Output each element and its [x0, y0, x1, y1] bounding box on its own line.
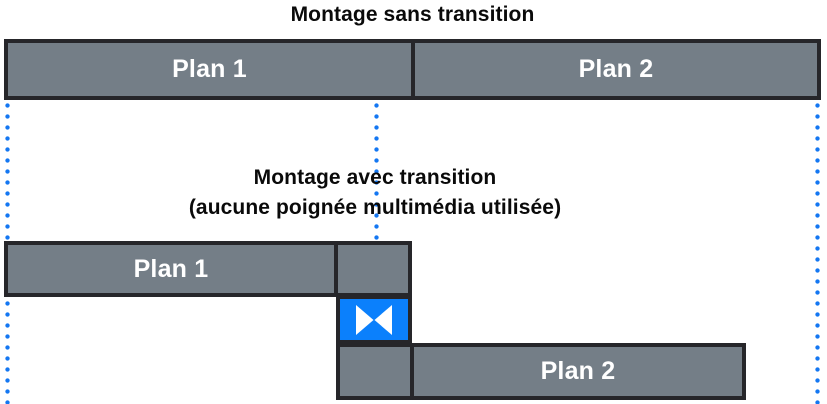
- dotted-guide-right: [815, 100, 820, 404]
- clip-edit-point-divider: [411, 43, 415, 96]
- clip-overlap-divider: [334, 245, 338, 293]
- clip-plan2-label: Plan 2: [578, 55, 654, 83]
- timeline-with-transition-plan2: Plan 2: [336, 343, 746, 400]
- clip-overlap-divider: [410, 347, 414, 396]
- title-no-transition: Montage sans transition: [290, 3, 535, 26]
- clip-plan1-label: Plan 1: [172, 55, 247, 83]
- dotted-guide-center: [374, 100, 379, 242]
- title-with-transition-line1: Montage avec transition: [253, 166, 497, 189]
- timeline-with-transition-plan1: Plan 1: [4, 241, 412, 297]
- clip-plan1: Plan 1: [8, 43, 411, 96]
- clip-plan1: Plan 1: [8, 245, 334, 293]
- title-with-transition-line2: (aucune poignée multimédia utilisée): [188, 196, 562, 219]
- clip-plan1-overlap-segment: [338, 245, 408, 293]
- clip-plan2-overlap-segment: [340, 347, 410, 396]
- clip-plan2: Plan 2: [415, 43, 817, 96]
- clip-plan1-label: Plan 1: [133, 254, 209, 283]
- timeline-no-transition: Plan 1 Plan 2: [4, 39, 821, 100]
- bowtie-transition-icon: [356, 304, 392, 335]
- clip-plan2-label: Plan 2: [540, 357, 616, 385]
- title-with-transition: Montage avec transition (aucune poignée …: [4, 163, 746, 223]
- clip-plan2: Plan 2: [414, 347, 742, 396]
- transition-box: [336, 295, 412, 344]
